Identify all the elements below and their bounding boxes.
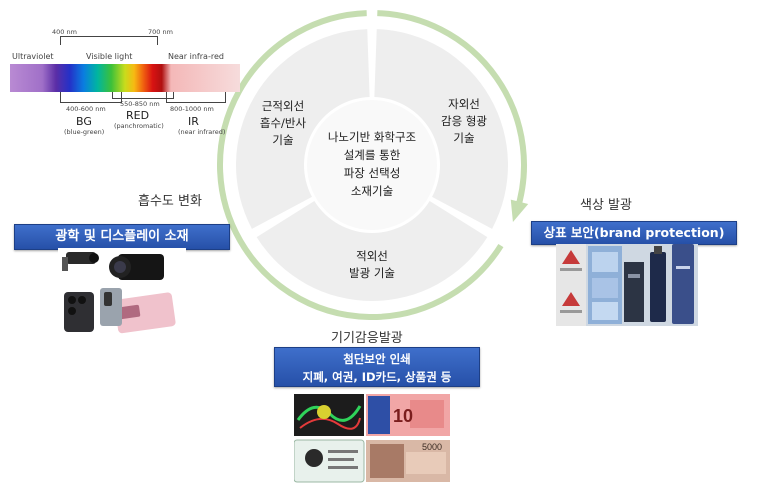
id-card-icon — [294, 439, 365, 483]
red-bracket — [112, 92, 174, 99]
segment-ir-wedge — [256, 201, 488, 301]
cosmetic-tube-icon — [672, 244, 694, 324]
banknote-5000-icon — [366, 440, 450, 482]
spectrum-bar — [10, 64, 240, 92]
nm400-label: 400 nm — [52, 28, 77, 36]
cosmetic-bottle-icon — [650, 246, 666, 322]
nm700-label: 700 nm — [148, 28, 173, 36]
bg-bracket — [60, 92, 122, 103]
segment-uv-wedge — [374, 29, 508, 229]
bottom-category-bar: 첨단보안 인쇄 지폐, 여권, ID카드, 상품권 등 — [274, 347, 480, 387]
segment-ir-text: 적외선 발광 기술 — [349, 249, 395, 280]
ultraviolet-label: Ultraviolet — [12, 52, 54, 61]
ir-sub-label: (near infrared) — [178, 128, 226, 136]
spectrum-diagram: 400 nm 700 nm Ultraviolet Visible light … — [10, 28, 242, 138]
right-caption: 색상 발광 — [580, 198, 632, 213]
banknote-10-value: 10 — [393, 406, 413, 426]
brand-products-photo — [556, 244, 698, 326]
visible-bracket-top — [60, 36, 158, 45]
smartphone-dark-icon — [64, 292, 94, 332]
bottom-bar-line1: 첨단보안 인쇄 — [343, 352, 411, 366]
visible-label: Visible light — [86, 52, 133, 61]
left-category-bar: 광학 및 디스플레이 소재 — [14, 224, 230, 250]
segment-wedges — [235, 29, 508, 301]
nir-label: Near infra-red — [168, 52, 224, 61]
red-label: RED — [126, 109, 150, 122]
ring-arc-left — [217, 10, 504, 320]
segment-nir-text: 근적외선 흡수/반사 기술 — [259, 99, 307, 147]
camera-phone-photo — [58, 248, 186, 334]
ir-range-label: 800-1000 nm — [170, 105, 214, 113]
cosmetic-box-icon — [624, 262, 644, 322]
cctv-camera-icon — [62, 252, 99, 271]
ir-bracket — [166, 92, 226, 103]
fluorescent-document-icon — [294, 394, 364, 436]
bg-sub-label: (blue-green) — [64, 128, 105, 136]
smartphone-silver-icon — [100, 288, 122, 326]
segment-uv-text: 자외선 감응 형광 기술 — [441, 97, 487, 145]
camcorder-icon — [109, 254, 164, 280]
center-text: 나노기반 화학구조 설계를 통한 파장 선택성 소재기술 — [327, 130, 417, 198]
red-range-label: 550-850 nm — [120, 100, 160, 108]
ir-label: IR — [188, 115, 199, 128]
ring-arrow-icon — [510, 199, 529, 222]
smartphone-pink-icon — [114, 292, 176, 334]
bottom-bar-line2: 지폐, 여권, ID카드, 상품권 등 — [302, 370, 452, 384]
bg-range-label: 400-600 nm — [66, 105, 106, 113]
security-label-icon — [556, 244, 586, 326]
outer-ring-arcs — [217, 10, 529, 320]
right-category-bar: 상표 보안(brand protection) — [531, 221, 737, 245]
bottom-caption: 기기감응발광 — [331, 331, 403, 346]
security-documents-photo: 10 5000 — [294, 392, 452, 484]
ring-arc-right — [377, 10, 527, 213]
banknote-10-icon — [366, 394, 450, 436]
left-caption: 흡수도 변화 — [138, 194, 202, 209]
center-circle — [307, 100, 437, 230]
red-sub-label: (panchromatic) — [114, 122, 164, 130]
hologram-sticker-icon — [588, 246, 622, 324]
segment-nir-wedge — [235, 29, 370, 229]
bg-label: BG — [76, 115, 92, 128]
banknote-5000-value: 5000 — [422, 442, 442, 452]
